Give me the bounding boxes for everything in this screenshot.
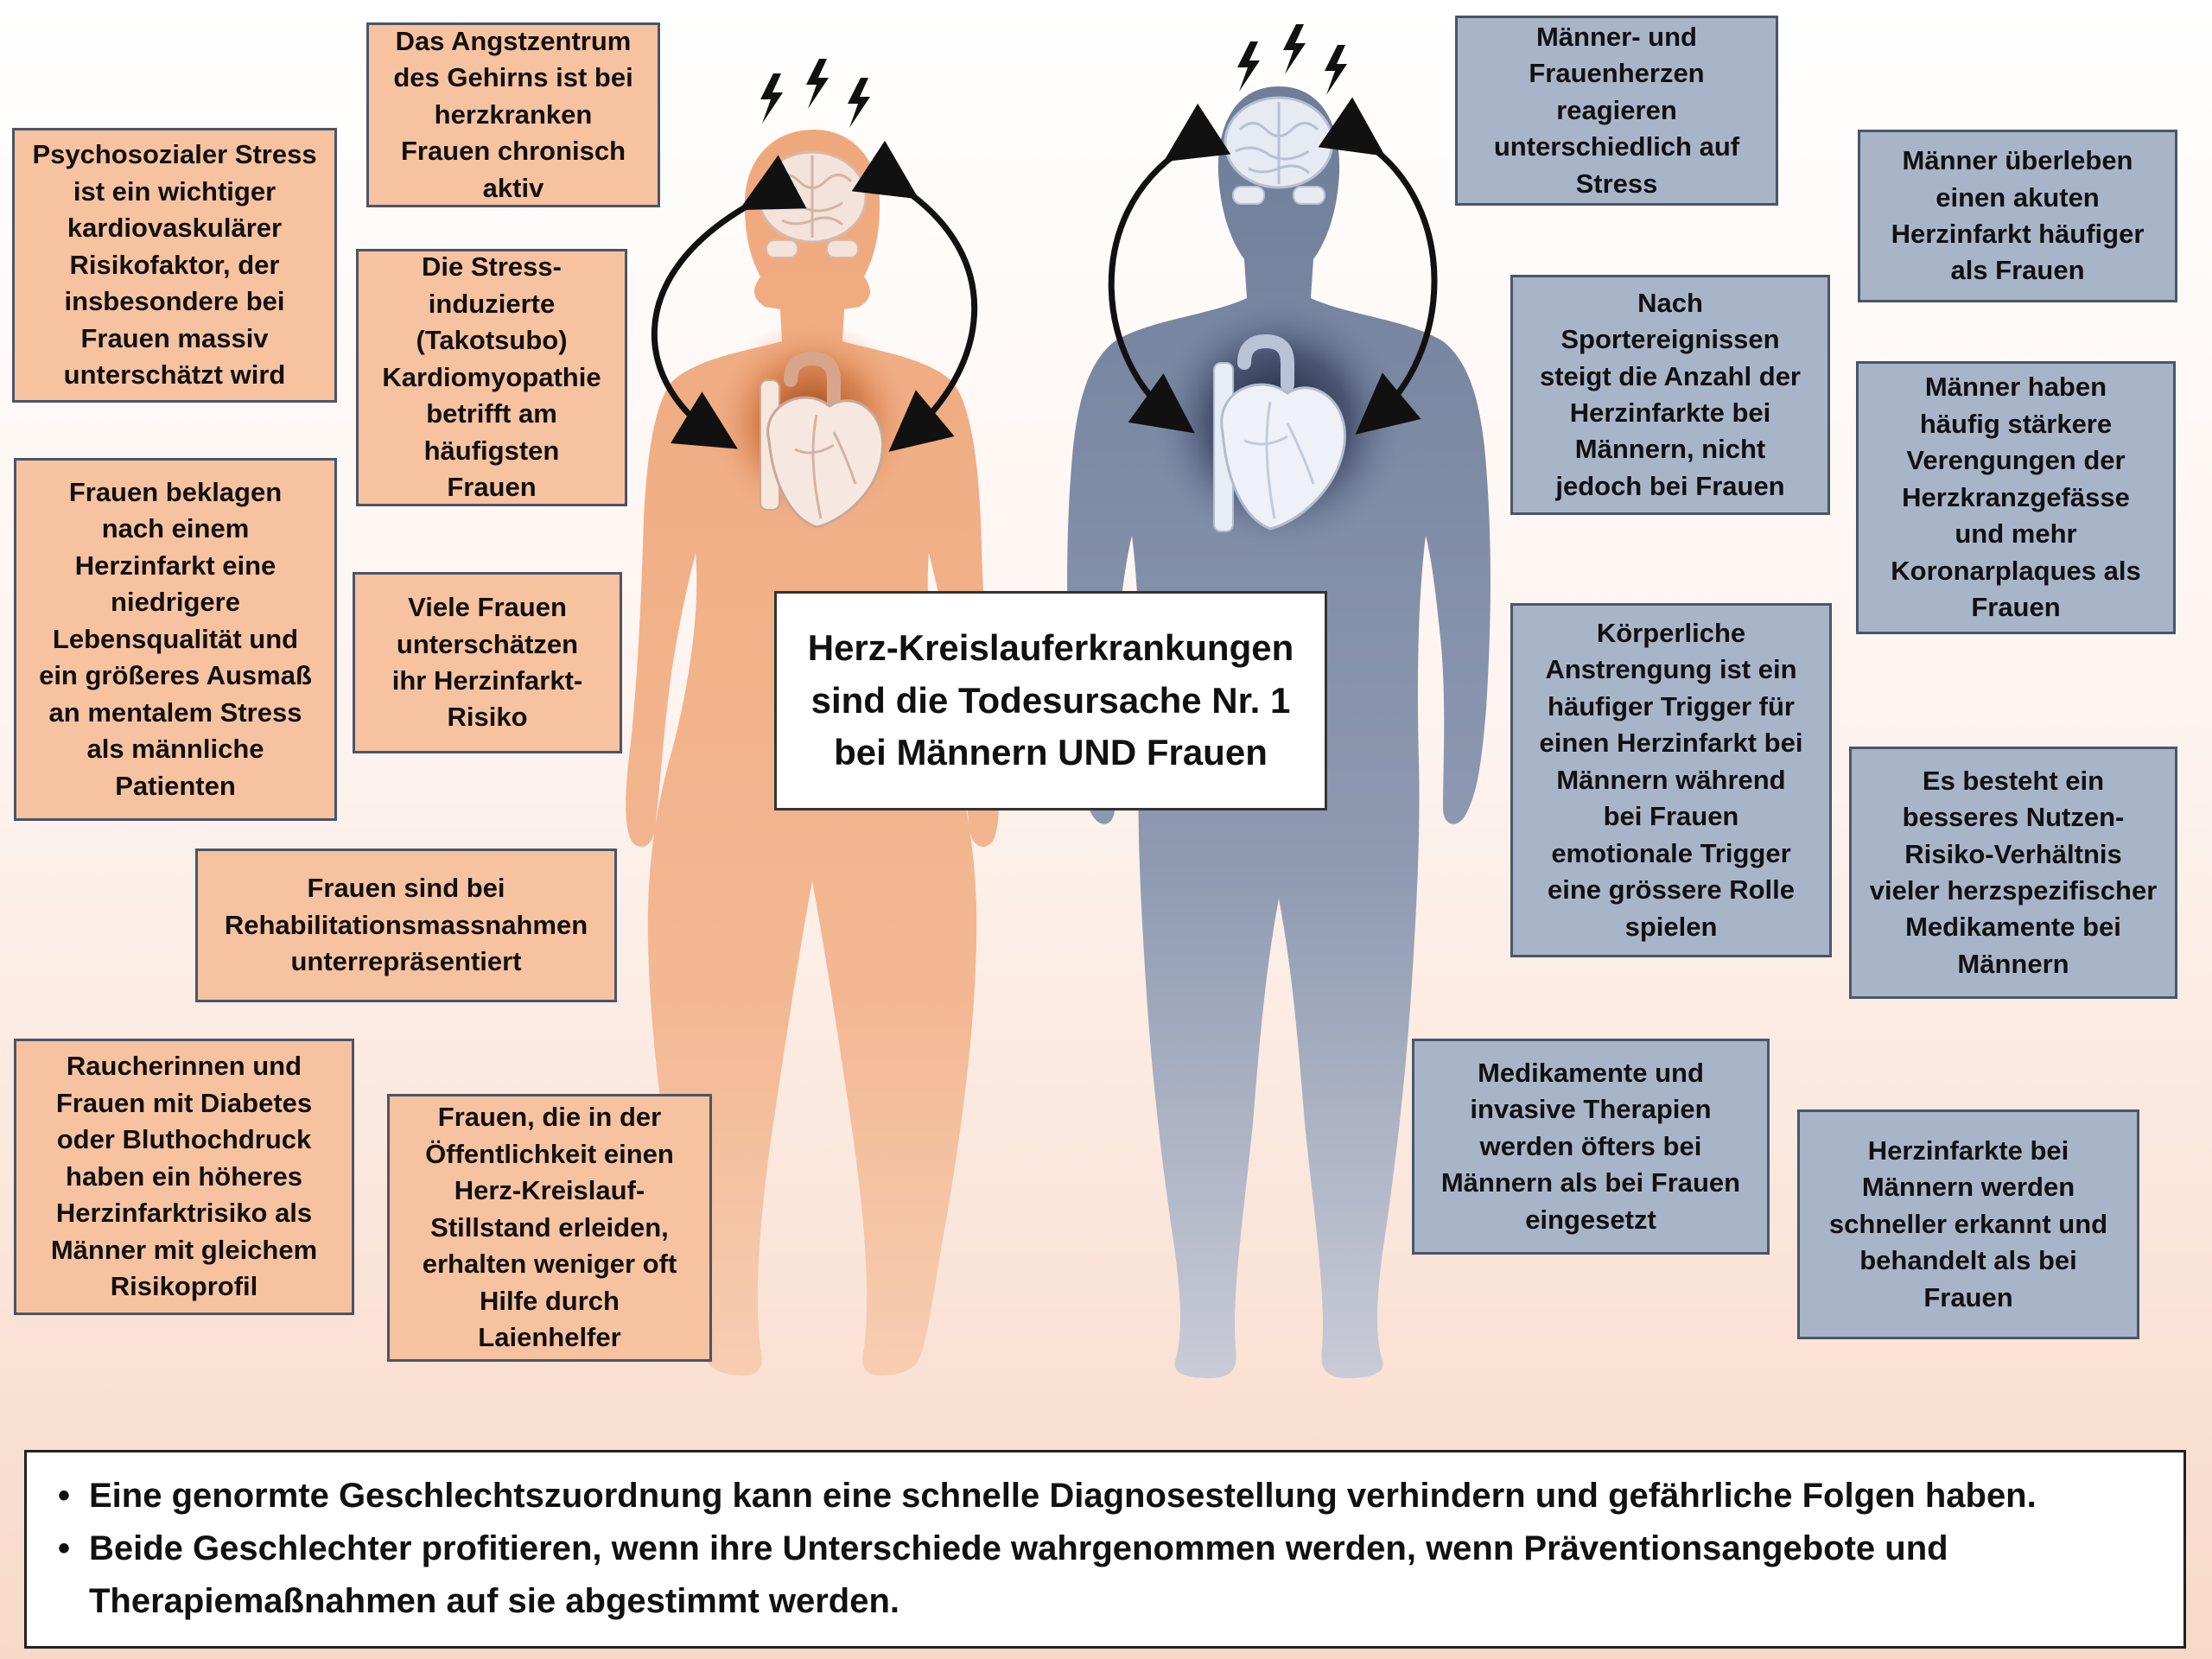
- bullet: •: [58, 1529, 71, 1567]
- lightning-bolts-icon: [1237, 24, 1347, 95]
- female-box-smokers-diabetes: Raucherinnen und Frauen mit Diabetes ode…: [14, 1039, 354, 1315]
- female-box-underestimate-risk: Viele Frauen unterschätzen ihr Herzinfar…: [353, 572, 622, 753]
- brain-icon: [1224, 96, 1334, 205]
- male-box-faster-recognition: Herzinfarkte bei Männern werden schnelle…: [1797, 1109, 2139, 1339]
- female-box-cardiac-arrest: Frauen, die in der Öffentlichkeit einen …: [387, 1094, 712, 1362]
- female-box-psychosocial-stress: Psychosozialer Stress ist ein wichtiger …: [12, 128, 337, 403]
- brain-icon: [757, 150, 868, 258]
- male-box-sports-events: Nach Sportereignissen steigt die Anzahl …: [1510, 275, 1830, 515]
- male-box-physical-exertion: Körperliche Anstrengung ist ein häufiger…: [1510, 603, 1832, 957]
- conclusion-item: • Eine genormte Geschlechtszuordnung kan…: [44, 1470, 2158, 1522]
- male-box-medication-benefit: Es besteht ein besseres Nutzen- Risiko-V…: [1849, 747, 2177, 999]
- lightning-bolts-icon: [760, 59, 870, 128]
- male-box-stenosis: Männer haben häufig stärkere Verengungen…: [1856, 361, 2176, 634]
- conclusion-list: • Eine genormte Geschlechtszuordnung kan…: [44, 1470, 2158, 1627]
- conclusion-text: Beide Geschlechter profitieren, wenn ihr…: [89, 1529, 1948, 1620]
- male-arrow-right: [1318, 97, 1438, 435]
- female-arrow-left: [651, 155, 807, 449]
- female-arrow-right: [851, 140, 978, 452]
- female-box-anxiety-center: Das Angstzentrum des Gehirns ist bei her…: [366, 22, 660, 207]
- female-box-quality-of-life: Frauen beklagen nach einem Herzinfarkt e…: [14, 458, 337, 821]
- conclusion-item: • Beide Geschlechter profitieren, wenn i…: [44, 1522, 2158, 1628]
- male-box-stress-reaction: Männer- und Frauenherzen reagieren unter…: [1455, 16, 1778, 206]
- female-box-takotsubo: Die Stress- induzierte (Takotsubo) Kardi…: [356, 249, 627, 506]
- conclusion-box: • Eine genormte Geschlechtszuordnung kan…: [24, 1450, 2186, 1649]
- male-arrow-left: [1108, 103, 1231, 434]
- center-title: Herz-Kreislauferkrankungen sind die Tode…: [774, 591, 1327, 810]
- female-box-rehabilitation: Frauen sind bei Rehabilitationsmassnahme…: [195, 849, 617, 1002]
- male-box-invasive-therapies: Medikamente und invasive Therapien werde…: [1412, 1039, 1770, 1255]
- conclusion-text: Eine genormte Geschlechtszuordnung kann …: [89, 1477, 2037, 1515]
- bullet: •: [58, 1477, 71, 1515]
- male-box-survival: Männer überleben einen akuten Herzinfark…: [1858, 130, 2177, 302]
